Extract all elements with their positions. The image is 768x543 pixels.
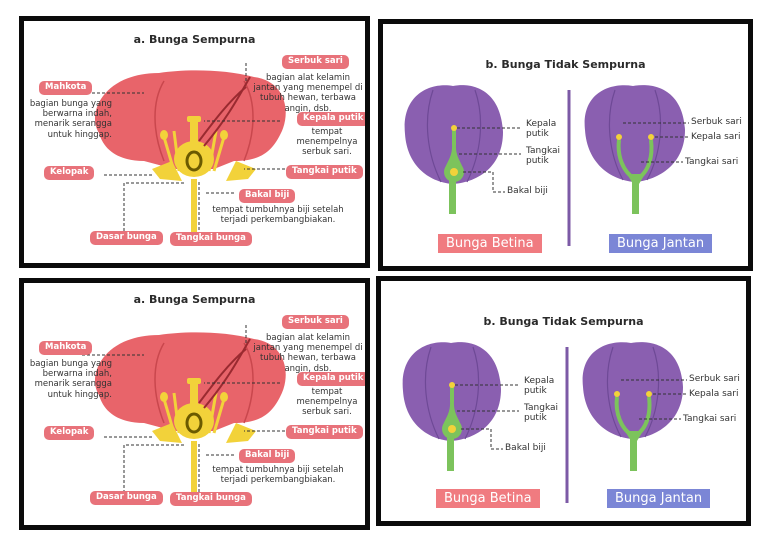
pistil [442,385,462,431]
sepal [152,423,182,443]
anther [220,130,228,140]
label-dasar-bunga: Dasar bunga [90,231,163,245]
panel-title: a. Bunga Sempurna [133,33,256,46]
anther [646,391,652,397]
desc-serbuk-sari: bagian alat kelamin jantan yang menempel… [253,333,363,374]
label-kepala-putik: Kepala putik [297,112,365,126]
stem [191,179,197,235]
ovary-inner [185,150,203,172]
anther [160,130,168,140]
panel-bunga-sempurna-top: a. Bunga Sempurna Mahkota bagian bunga y… [19,16,370,268]
pistil [444,128,464,174]
ovule [450,168,458,176]
petal-ridge [243,80,254,162]
anther [648,134,654,140]
sepal [226,423,256,443]
label-bakal-biji: Bakal biji [239,449,296,463]
label-bakal-biji: Bakal biji [505,443,546,453]
ovary [174,403,214,439]
stigma [451,125,457,131]
stem [630,431,637,471]
label-tangkai-sari: Tangkai sari [685,157,739,167]
panel-bunga-sempurna-bottom: a. Bunga Sempurna Mahkota bagian bunga y… [19,278,370,530]
desc-bakal-biji: tempat tumbuhnya biji setelah terjadi pe… [212,465,344,486]
stamen [172,130,181,172]
desc-mahkota: bagian bunga yang berwarna indah, menari… [29,99,112,140]
label-serbuk-sari: Serbuk sari [689,374,740,384]
label-tangkai-bunga: Tangkai bunga [170,492,252,506]
label-serbuk-sari: Serbuk sari [282,55,349,69]
label-kepala-sari: Kepala sari [689,389,739,399]
label-serbuk-sari: Serbuk sari [282,315,349,329]
flower-diagram-imperfect [402,342,687,503]
label-kelopak: Kelopak [44,166,95,180]
stem [449,174,456,214]
badge-bunga-betina: Bunga Betina [436,489,540,508]
label-tangkai-putik: Tangkai putik [524,403,559,424]
sepal [226,161,256,181]
receptacle [627,174,645,184]
label-tangkai-sari: Tangkai sari [683,414,737,424]
stamen [207,130,218,172]
badge-bunga-betina: Bunga Betina [438,234,542,253]
petal-purple [582,342,683,439]
desc-serbuk-sari: bagian alat kelamin jantan yang menempel… [253,73,363,114]
stem [447,431,454,471]
stamen [162,136,176,172]
label-kepala-putik: Kepala putik [526,119,557,140]
stigma [449,382,455,388]
label-mahkota: Mahkota [39,341,93,355]
panel-title: b. Bunga Tidak Sempurna [485,58,646,71]
flower-diagram-perfect [82,63,290,235]
panel-bunga-tidak-sempurna-bottom: b. Bunga Tidak Sempurna Kepala putik Tan… [376,276,751,526]
desc-kepala-putik: tempat menempelnya serbuk sari. [296,127,358,158]
badge-bunga-jantan: Bunga Jantan [607,489,711,508]
anther [614,391,620,397]
panel-title: a. Bunga Sempurna [133,293,256,306]
label-bakal-biji: Bakal biji [239,189,296,203]
stamen [212,136,226,172]
desc-bakal-biji: tempat tumbuhnya biji setelah terjadi pe… [212,205,344,226]
desc-mahkota: bagian bunga yang berwarna indah, menari… [29,359,112,400]
label-tangkai-putik: Tangkai putik [286,165,363,179]
label-kepala-putik: Kepala putik [524,376,555,397]
label-tangkai-putik: Tangkai putik [286,425,363,439]
flower-diagram-imperfect [404,85,689,246]
anther [616,134,622,140]
style [190,381,198,407]
label-bakal-biji: Bakal biji [507,186,548,196]
label-mahkota: Mahkota [39,81,93,95]
desc-kepala-putik: tempat menempelnya serbuk sari. [296,387,358,418]
sepal [152,161,182,181]
badge-bunga-jantan: Bunga Jantan [609,234,713,253]
stem [632,174,639,214]
petal-ridge [154,80,165,162]
stem [191,441,197,497]
label-serbuk-sari: Serbuk sari [691,117,742,127]
label-kelopak: Kelopak [44,426,95,440]
panel-title: b. Bunga Tidak Sempurna [483,315,644,328]
flower-diagram-perfect [82,325,290,497]
label-tangkai-putik: Tangkai putik [526,146,561,167]
label-dasar-bunga: Dasar bunga [90,491,163,505]
ovary [174,141,214,177]
stigma [187,378,201,384]
style [190,119,198,145]
petal-purple [584,85,685,182]
panel-bunga-tidak-sempurna-top: b. Bunga Tidak Sempurna Kepala putik Tan… [378,19,753,271]
ovule [448,425,456,433]
label-tangkai-bunga: Tangkai bunga [170,232,252,246]
label-kepala-putik: Kepala putik [297,372,365,386]
label-kepala-sari: Kepala sari [691,132,741,142]
stigma [187,116,201,122]
